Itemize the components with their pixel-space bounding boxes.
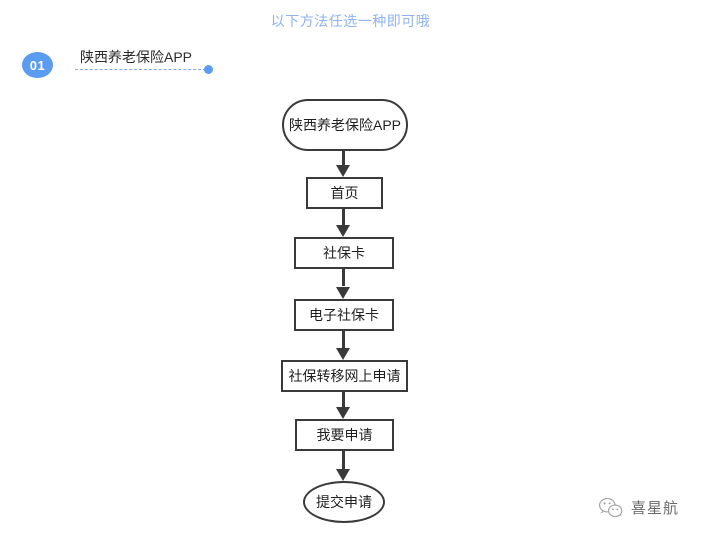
flow-arrowhead-5 xyxy=(336,407,350,419)
flow-arrowhead-6 xyxy=(336,469,350,481)
flow-node-home: 首页 xyxy=(306,177,383,209)
flow-arrow-3 xyxy=(342,269,345,286)
flow-node-social-security-card: 社保卡 xyxy=(294,237,394,269)
flow-node-transfer-application: 社保转移网上申请 xyxy=(281,360,408,392)
flow-node-i-want-to-apply: 我要申请 xyxy=(295,419,394,451)
page-title: 以下方法任选一种即可哦 xyxy=(270,13,431,29)
wechat-icon xyxy=(598,496,624,520)
watermark: 喜星航 xyxy=(598,496,679,520)
watermark-text: 喜星航 xyxy=(631,499,680,517)
flow-arrow-1 xyxy=(342,151,345,167)
flow-arrowhead-2 xyxy=(336,225,350,237)
flow-arrowhead-4 xyxy=(336,348,350,360)
flow-arrow-6 xyxy=(342,451,345,469)
flow-arrowhead-3 xyxy=(336,287,350,299)
flow-node-submit-application: 提交申请 xyxy=(303,481,385,523)
flow-arrowhead-1 xyxy=(336,165,350,177)
flow-arrow-4 xyxy=(342,331,345,348)
flow-node-app: 陕西养老保险APP xyxy=(282,99,408,151)
step-label: 陕西养老保险APP xyxy=(80,49,193,65)
step-underline-dashed xyxy=(75,69,206,70)
flow-arrow-5 xyxy=(342,392,345,407)
flow-node-electronic-card: 电子社保卡 xyxy=(294,299,394,331)
step-number-badge: 01 xyxy=(22,52,53,78)
step-endpoint-dot xyxy=(204,65,213,74)
flow-arrow-2 xyxy=(342,209,345,226)
